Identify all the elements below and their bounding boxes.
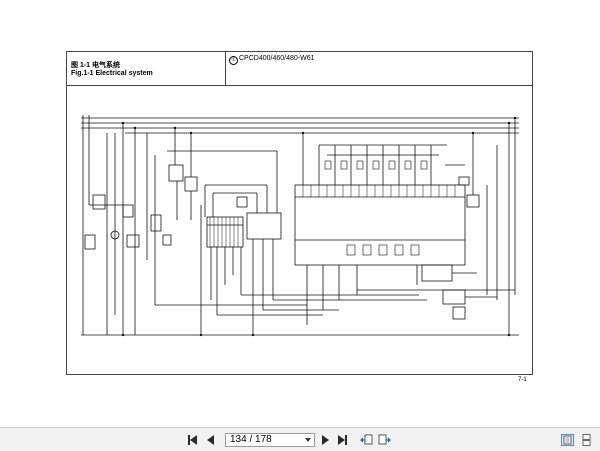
last-page-icon <box>338 435 345 445</box>
dropdown-arrow-icon <box>305 438 311 442</box>
previous-page-icon <box>207 435 214 445</box>
next-page-icon <box>322 435 329 445</box>
go-forward-icon[interactable] <box>378 434 391 446</box>
page-indicator: 134 / 178 <box>230 434 272 445</box>
previous-page-button[interactable] <box>207 434 214 446</box>
header-divider <box>225 52 226 85</box>
electrical-schematic <box>81 115 519 337</box>
figure-caption-chinese: 图 1-1 电气系统 <box>71 62 121 69</box>
single-page-view-icon[interactable] <box>561 434 574 446</box>
first-page-icon <box>188 435 190 445</box>
last-page-button[interactable] <box>338 434 347 446</box>
figure-caption-english: Fig.1-1 Electrical system <box>71 70 153 77</box>
next-page-button[interactable] <box>322 434 329 446</box>
model-number-text: CPCD400/460/480-W61 <box>239 55 315 62</box>
circled-mark: ① <box>229 56 238 65</box>
page-footer-number: 7-1 <box>518 377 527 383</box>
first-page-button[interactable] <box>188 434 197 446</box>
page-number-select[interactable]: 134 / 178 <box>225 433 315 447</box>
continuous-view-icon[interactable] <box>580 434 593 446</box>
navigation-toolbar: 134 / 178 <box>0 427 600 451</box>
go-back-icon[interactable] <box>360 434 373 446</box>
